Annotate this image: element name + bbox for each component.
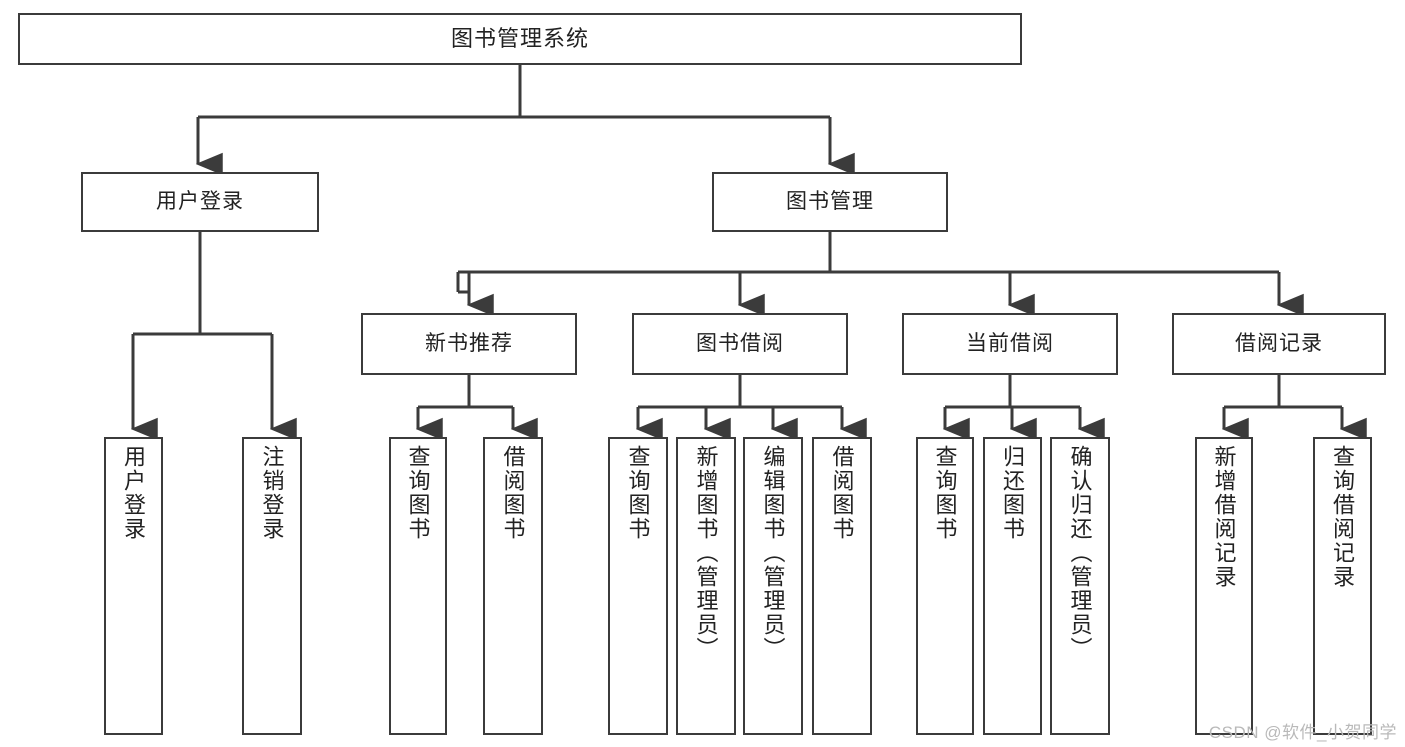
- leaf-query-book-recommend-label: 查询图书: [405, 445, 431, 541]
- leaf-query-book-current-label: 查询图书: [932, 445, 958, 541]
- leaf-query-book-borrow-label: 查询图书: [625, 445, 651, 541]
- leaf-borrow-book-label: 借阅图书: [829, 445, 855, 541]
- leaf-add-book-admin[interactable]: 新增图书（管理员）: [676, 437, 736, 735]
- node-borrow-record[interactable]: 借阅记录: [1172, 313, 1386, 375]
- leaf-query-borrow-record[interactable]: 查询借阅记录: [1313, 437, 1372, 735]
- node-book-borrow-label: 图书借阅: [696, 331, 784, 355]
- node-new-book-recommend[interactable]: 新书推荐: [361, 313, 577, 375]
- node-user-login[interactable]: 用户登录: [81, 172, 319, 232]
- leaf-confirm-return-admin-label: 确认归还（管理员）: [1067, 445, 1093, 661]
- node-book-management-label: 图书管理: [786, 189, 874, 213]
- node-borrow-record-label: 借阅记录: [1235, 331, 1323, 355]
- node-user-login-label: 用户登录: [156, 189, 244, 213]
- leaf-query-book-current[interactable]: 查询图书: [916, 437, 974, 735]
- leaf-borrow-book[interactable]: 借阅图书: [812, 437, 872, 735]
- leaf-return-book[interactable]: 归还图书: [983, 437, 1042, 735]
- leaf-query-book-recommend[interactable]: 查询图书: [389, 437, 447, 735]
- leaf-add-borrow-record-label: 新增借阅记录: [1211, 445, 1237, 589]
- node-root-label: 图书管理系统: [450, 26, 589, 52]
- leaf-borrow-book-recommend[interactable]: 借阅图书: [483, 437, 543, 735]
- leaf-confirm-return-admin[interactable]: 确认归还（管理员）: [1050, 437, 1110, 735]
- leaf-edit-book-admin-label: 编辑图书（管理员）: [760, 445, 786, 661]
- leaf-query-borrow-record-label: 查询借阅记录: [1330, 445, 1356, 589]
- leaf-borrow-book-recommend-label: 借阅图书: [500, 445, 526, 541]
- node-book-management[interactable]: 图书管理: [712, 172, 948, 232]
- leaf-user-login-label: 用户登录: [121, 445, 147, 541]
- node-new-book-recommend-label: 新书推荐: [425, 331, 513, 355]
- node-current-borrow-label: 当前借阅: [966, 331, 1054, 355]
- node-root[interactable]: 图书管理系统: [18, 13, 1022, 65]
- node-current-borrow[interactable]: 当前借阅: [902, 313, 1118, 375]
- leaf-logout-label: 注销登录: [259, 445, 285, 541]
- leaf-add-book-admin-label: 新增图书（管理员）: [693, 445, 719, 661]
- leaf-edit-book-admin[interactable]: 编辑图书（管理员）: [743, 437, 803, 735]
- leaf-user-login[interactable]: 用户登录: [104, 437, 163, 735]
- leaf-query-book-borrow[interactable]: 查询图书: [608, 437, 668, 735]
- watermark: CSDN @软件_小贺同学: [1208, 723, 1397, 742]
- leaf-add-borrow-record[interactable]: 新增借阅记录: [1195, 437, 1253, 735]
- leaf-logout[interactable]: 注销登录: [242, 437, 302, 735]
- leaf-return-book-label: 归还图书: [1000, 445, 1026, 541]
- node-book-borrow[interactable]: 图书借阅: [632, 313, 848, 375]
